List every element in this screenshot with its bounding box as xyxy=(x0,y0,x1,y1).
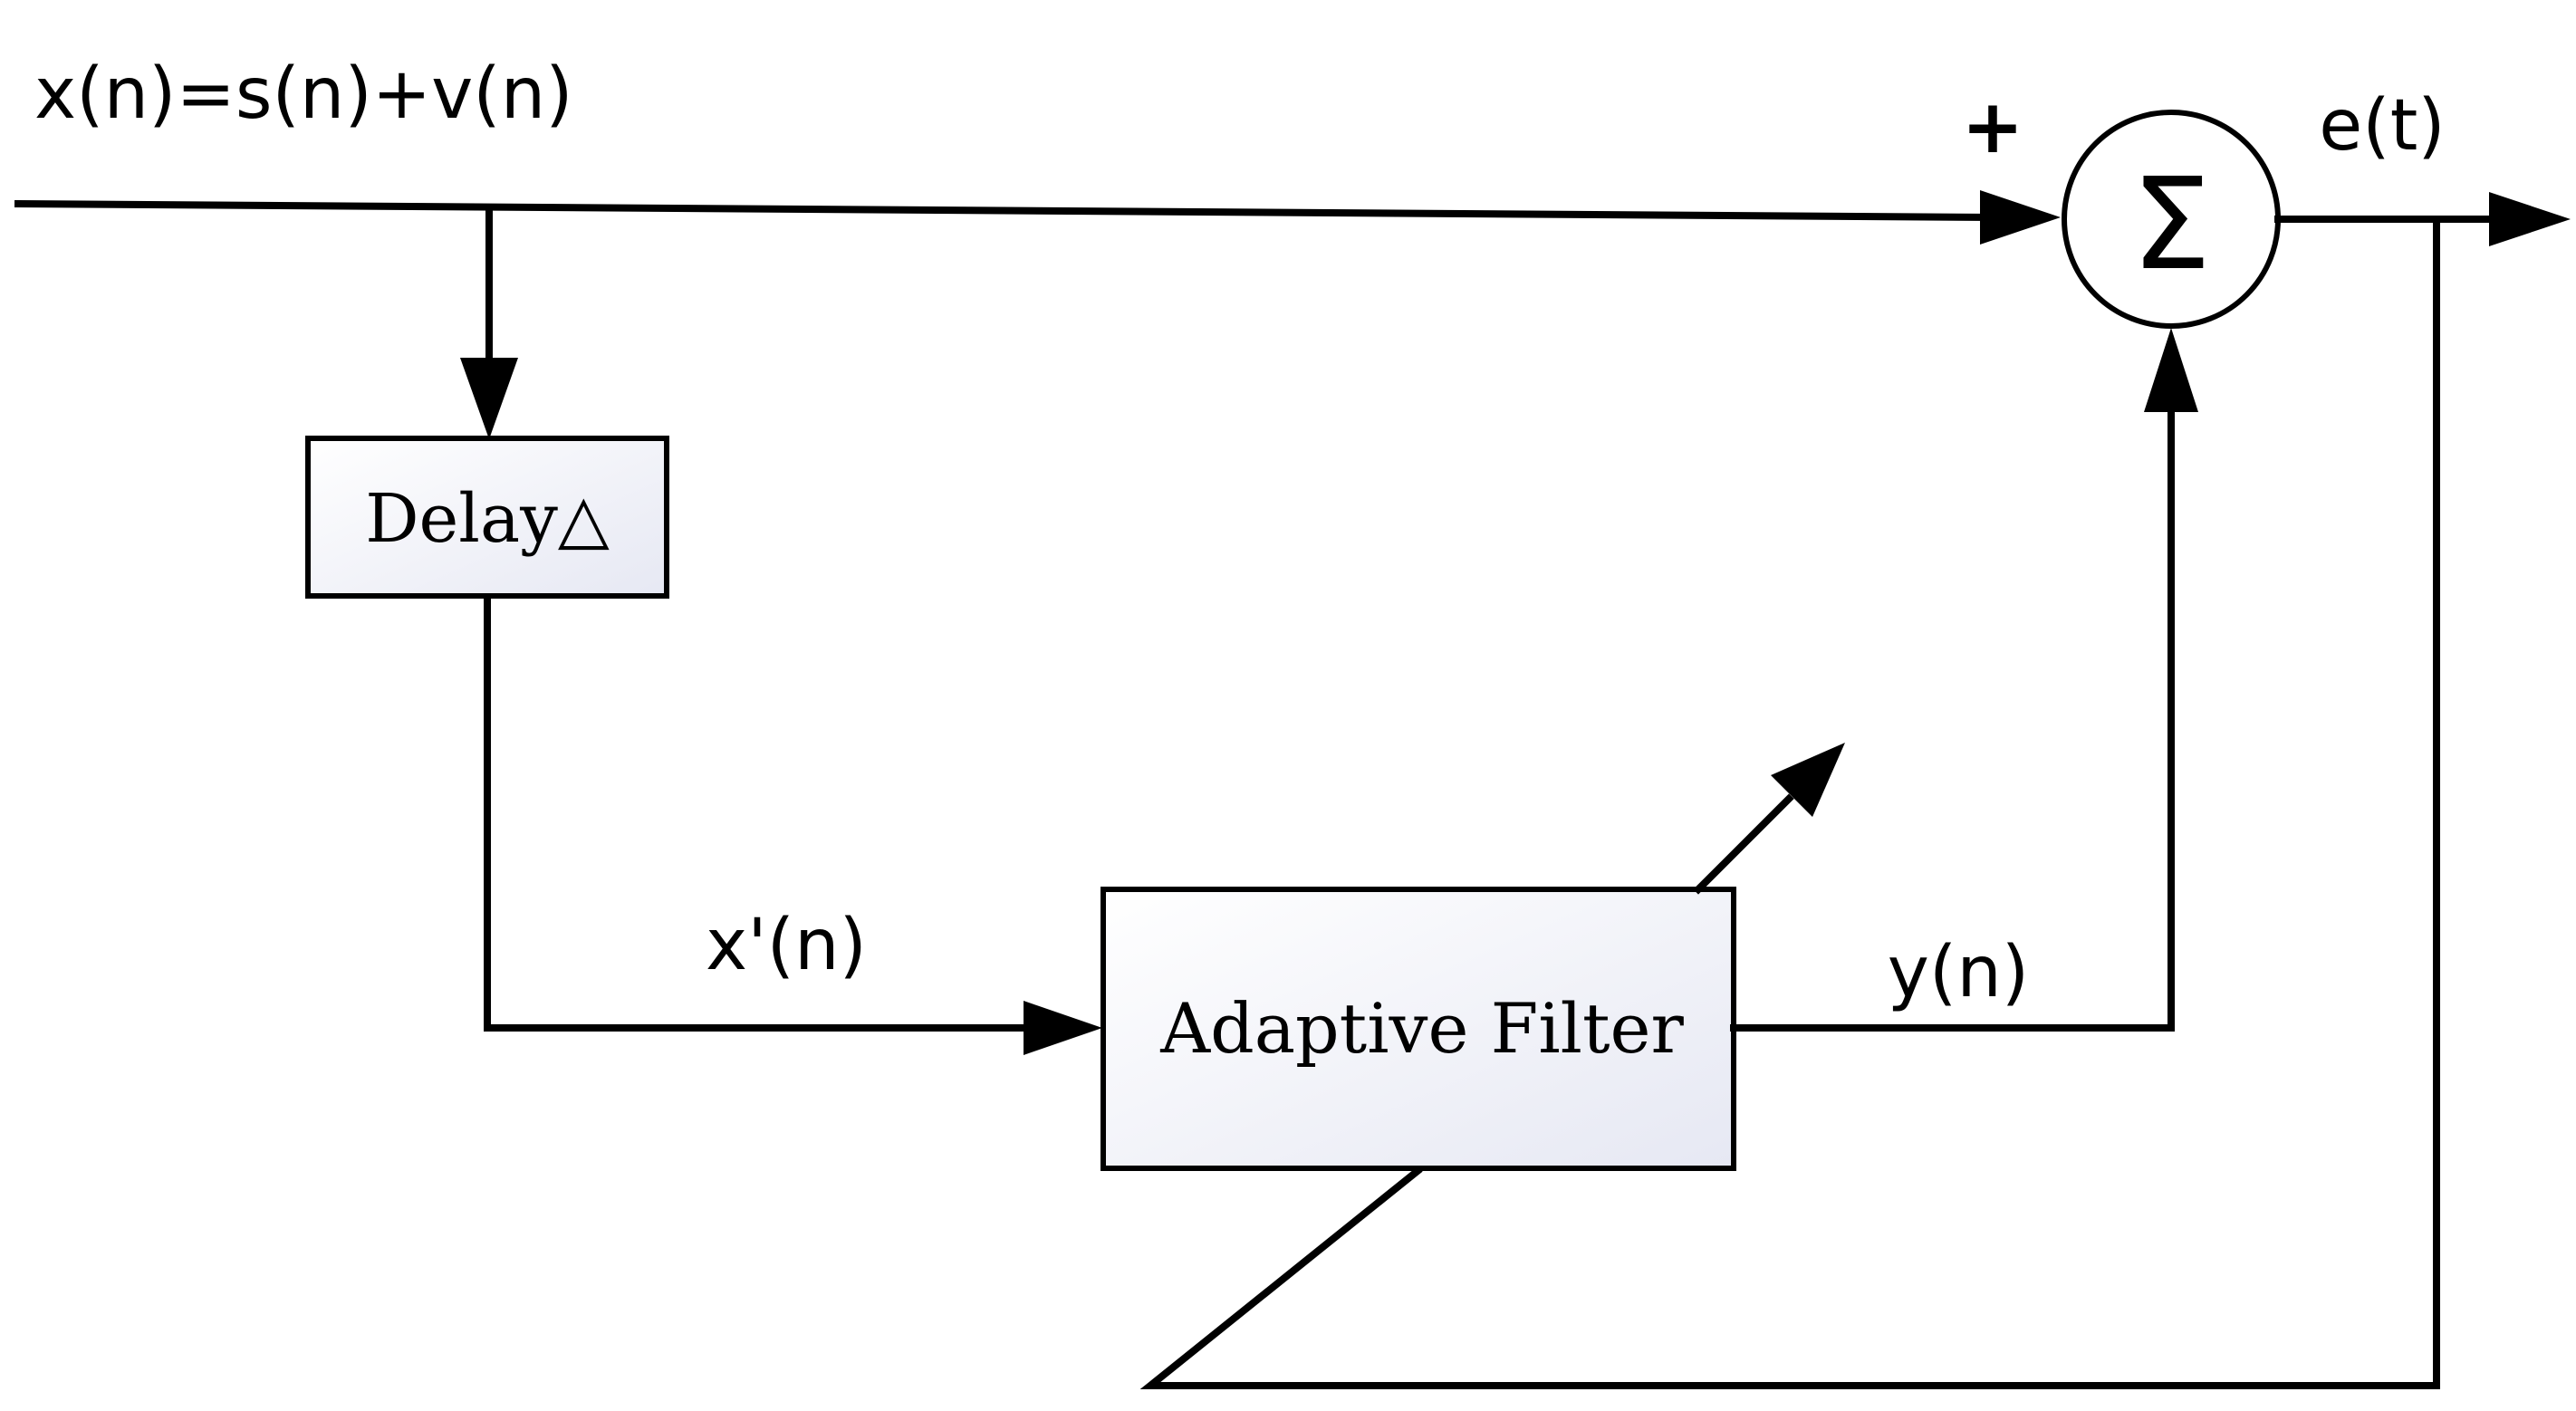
delay-to-filter-line xyxy=(484,596,1036,1032)
plus-sign: + xyxy=(1962,84,2024,170)
sum-lower-arrowhead xyxy=(2144,328,2198,412)
adaptation-arrowhead xyxy=(1771,743,1845,817)
adaptive-filter-label: Adaptive Filter xyxy=(1159,988,1684,1069)
error-signal-label: e(t) xyxy=(2319,85,2445,167)
output-signal-label: y(n) xyxy=(1888,932,2029,1013)
filter-input-arrowhead xyxy=(1024,1001,1102,1055)
adaptation-arrow-line xyxy=(1693,793,1794,895)
delay-label: Delay△ xyxy=(365,480,610,558)
input-line xyxy=(14,199,1997,222)
input-arrowhead xyxy=(1980,190,2061,245)
delay-input-arrowhead xyxy=(460,358,518,439)
error-output-arrowhead xyxy=(2489,192,2571,246)
input-signal-label: x(n)=s(n)+v(n) xyxy=(34,53,573,135)
adaptive-filter-block xyxy=(1101,887,1736,1171)
error-feedback-line xyxy=(1139,219,2440,1389)
filter-output-line xyxy=(1730,404,2175,1032)
sum-symbol: Σ xyxy=(2131,151,2211,299)
delayed-signal-label: x'(n) xyxy=(706,905,867,986)
